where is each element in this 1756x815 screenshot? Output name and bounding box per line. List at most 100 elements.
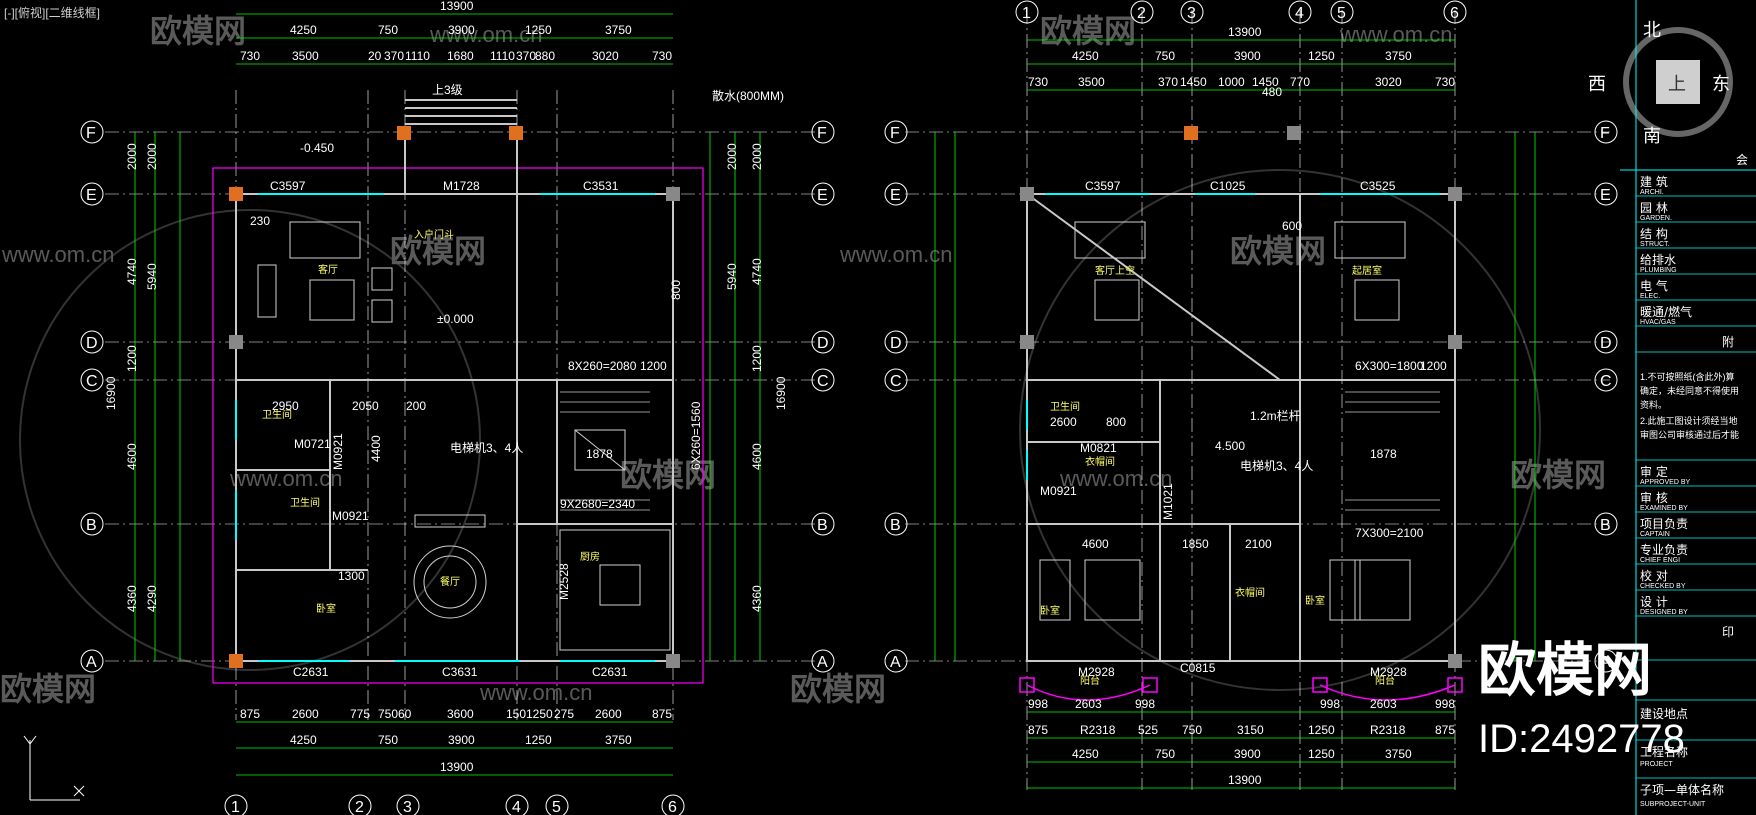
dim-bottom: 275 [554,707,574,721]
dim-top2: 1450 [1252,75,1279,89]
annotation: 电梯机3、4人 [450,441,523,455]
watermark-url: www.om.cn [1339,22,1452,47]
titleblock-approve: 设 计 [1640,595,1668,609]
dim-misc: 1200 [1420,359,1447,373]
dim-bottom: 150 [506,707,526,721]
window-label: C2631 [293,665,329,679]
dim-bottom0: 2603 [1370,697,1397,711]
axis-label-5: 5 [552,799,561,815]
watermark-brand: 欧模网 [1510,456,1606,494]
dim-bottom: 875 [240,707,260,721]
dim-misc: 2100 [1245,537,1272,551]
dim-misc: 4400 [369,435,383,462]
titleblock-approve-en: DESIGNED BY [1640,609,1688,616]
dim-top2: 770 [1290,75,1310,89]
axis-label-e: E [890,187,901,204]
compass-west[interactable]: 西 [1588,74,1606,95]
titleblock-approve-en: CHIEF ENGI [1640,557,1680,564]
column-axis-labels: 1 2 3 4 5 6 [1015,0,1467,24]
axis-label-c: C [1600,373,1612,390]
level-mark: ±0.000 [437,312,474,326]
dim-top2: 3020 [1375,75,1402,89]
title-block: 会 建 筑 ARCHI. 园 林 GARDEN. 结 构 STRUCT. [1620,0,1756,815]
door-label: M0721 [294,437,331,451]
dim-top: 3750 [1385,49,1412,63]
compass-east[interactable]: 东 [1712,74,1730,95]
window-label: C3631 [442,665,478,679]
dim-top2: 370 [384,49,404,63]
structural-columns [229,126,680,668]
dim-top: 3900 [448,23,475,37]
window-label: C3597 [1085,179,1121,193]
window-label: C3525 [1360,179,1396,193]
axis-label-e: E [817,187,828,204]
annotation: 电梯机3、4人 [1240,459,1313,473]
titleblock-note: 资料。 [1640,399,1667,410]
dim-top2: 3020 [592,49,619,63]
dim-bottom: 1250 [1308,723,1335,737]
watermark-brand: 欧模网 [0,670,96,708]
annotation: 8X260=2080 [568,359,637,373]
dim-total-bottom: 13900 [440,760,474,774]
axis-label-4: 4 [1295,5,1304,22]
room-label: 卫生间 [262,408,292,421]
dim-top2: 370 [1158,75,1178,89]
room-label: 卧室 [1305,594,1325,607]
room-label: 衣帽间 [1235,586,1265,599]
compass-north[interactable]: 北 [1643,20,1661,41]
axis-label-d: D [1600,335,1612,352]
compass-south[interactable]: 南 [1643,126,1661,147]
titleblock-top: 会 [1736,153,1748,167]
door-label: M2528 [557,563,571,600]
room-label: 起居室 [1352,264,1382,277]
axis-label-3: 3 [1187,5,1196,22]
viewcube-top-face[interactable]: 上 [1668,74,1686,95]
door-label: M0821 [1080,441,1117,455]
titleblock-row-en: ELEC. [1640,293,1660,300]
dim-top2: 1110 [405,49,430,63]
dim-top: 3750 [605,23,632,37]
room-label: 卫生间 [1050,400,1080,413]
dim-bottom: 775 [350,707,370,721]
axis-label-6: 6 [1450,5,1459,22]
dim-bottom0: 998 [1435,697,1455,711]
dim-left: 2000 [125,143,139,170]
window-label: C1025 [1210,179,1246,193]
titleblock-approve-en: CAPTAIN [1640,531,1670,538]
door-label: M0921 [332,509,369,523]
titleblock-note: 2.此施工图设计须经当地 [1640,415,1738,426]
watermark-url: www.om.cn [839,242,952,267]
axis-label-6: 6 [668,799,677,815]
plan-ground-floor[interactable]: F E D C B A F E D C B A 1 2 3 4 5 6 [80,0,835,815]
dimension-lines [134,13,761,776]
dim-total-top: 13900 [440,0,474,13]
viewport-label[interactable]: [-][俯视][二维线框] [4,6,101,20]
titleblock-note: 1.不可按照纸(含此外)算 [1640,371,1735,382]
balconies [1019,677,1463,701]
annotation: 6X260=1560 [689,401,703,470]
titleblock-row: 结 构 [1640,226,1668,241]
dim-misc: 800 [1106,415,1126,429]
dim-top: 4250 [1072,49,1099,63]
titleblock-approve: 专业负责 [1640,542,1688,557]
dim-left: 5940 [145,263,159,290]
door-label: M2928 [1078,665,1115,679]
dim-misc: 600 [1282,219,1302,233]
dim-bottom2: 4250 [1072,747,1099,761]
dim-left: 4360 [125,585,139,612]
dim-misc: 1850 [1182,537,1209,551]
axis-label-b: B [1600,517,1611,534]
dim-top: 1250 [1308,49,1335,63]
dim-top2: 730 [1435,75,1455,89]
viewcube[interactable]: 上 北 南 东 西 [1588,20,1733,147]
dim-bottom: 875 [652,707,672,721]
dim-misc: 1878 [586,447,613,461]
plan-upper-floor[interactable]: F E D C B A F E D C B A 1 2 3 4 5 6 [884,0,1618,790]
axis-label-e: E [86,187,97,204]
step-note: 上3级 [432,83,463,97]
dim-left: 4740 [125,258,139,285]
dim-top2: 880 [535,49,555,63]
stairs [560,391,650,511]
watermark-url: www.om.cn [1,242,114,267]
